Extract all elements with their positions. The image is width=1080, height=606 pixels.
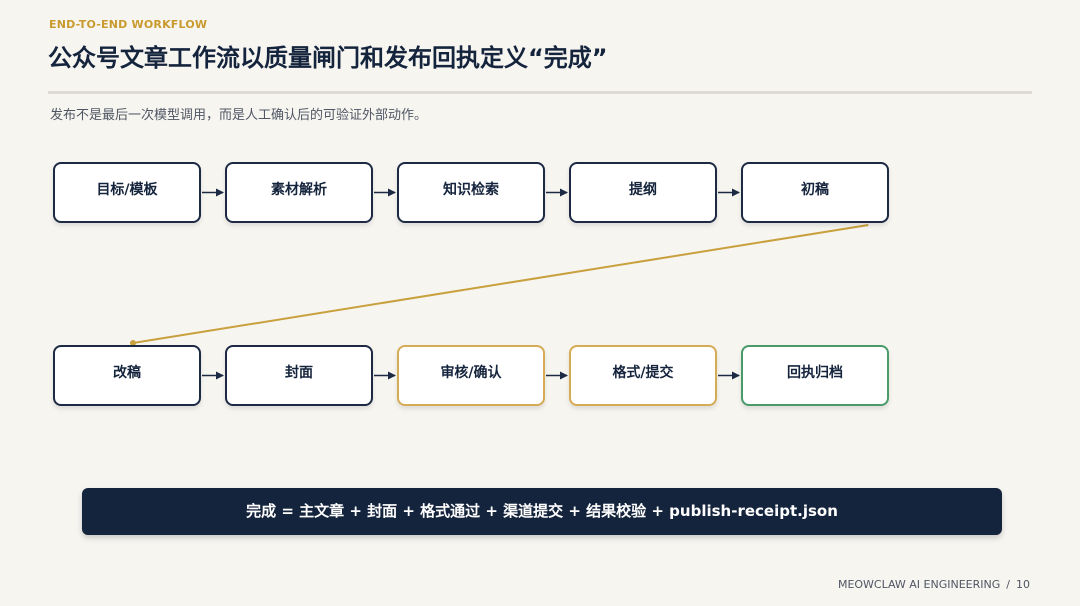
workflow-step: 回执归档 (741, 345, 889, 406)
completion-definition-bar: 完成 = 主文章 + 封面 + 格式通过 + 渠道提交 + 结果校验 + pub… (82, 488, 1002, 535)
footer-separator: / (1006, 578, 1010, 591)
footer-brand: MEOWCLAW AI ENGINEERING (837, 578, 1001, 591)
workflow-step: 提纲 (569, 162, 717, 223)
row-wrap-connector (132, 224, 869, 344)
row-wrap-endpoint (130, 340, 136, 346)
workflow-step: 改稿 (53, 345, 201, 406)
workflow-step: 初稿 (741, 162, 889, 223)
slide-footer: MEOWCLAW AI ENGINEERING / 10 (838, 578, 1030, 591)
title-divider (48, 91, 1032, 94)
workflow-step: 格式/提交 (569, 345, 717, 406)
slide-subtitle: 发布不是最后一次模型调用，而是人工确认后的可验证外部动作。 (50, 108, 428, 123)
workflow-step: 审核/确认 (397, 345, 545, 406)
eyebrow-label: END-TO-END WORKFLOW (49, 18, 208, 31)
workflow-step: 素材解析 (225, 162, 373, 223)
workflow-step: 封面 (225, 345, 373, 406)
page-number: 10 (1016, 578, 1030, 591)
workflow-step: 目标/模板 (53, 162, 201, 223)
slide-title: 公众号文章工作流以质量闸门和发布回执定义“完成” (48, 44, 608, 72)
workflow-step: 知识检索 (397, 162, 545, 223)
